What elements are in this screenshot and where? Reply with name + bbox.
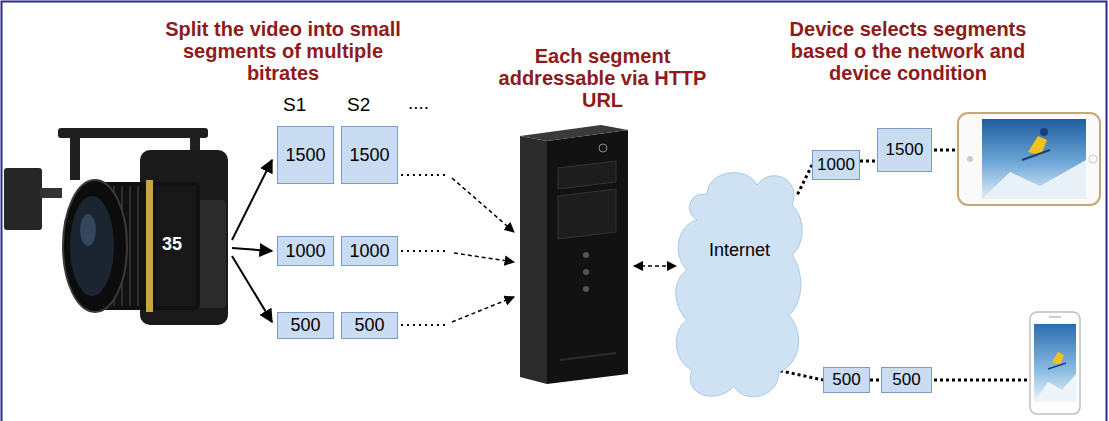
cinema-camera-part xyxy=(156,186,196,306)
phone-landscape-part xyxy=(958,113,1100,205)
heading: Device selects segments based o the netw… xyxy=(778,18,1038,84)
server-tower-part xyxy=(583,252,589,258)
cloud-shape xyxy=(676,173,802,397)
phone-portrait-part xyxy=(1049,316,1061,318)
cinema-camera-part xyxy=(70,196,114,296)
upload-link-part xyxy=(452,178,514,232)
network-link xyxy=(860,160,877,163)
server-tower-part xyxy=(583,286,589,292)
segment-box: 1000 xyxy=(812,150,860,180)
phone-landscape-part xyxy=(967,156,973,162)
cinema-camera-part xyxy=(70,136,80,180)
ellipsis: .... xyxy=(408,92,429,114)
upload-link-part xyxy=(401,324,446,326)
node-text: Internet xyxy=(709,240,770,261)
cinema-camera-part xyxy=(146,180,153,312)
segment-box: 500 xyxy=(277,312,334,339)
phone-landscape-part xyxy=(1040,128,1048,136)
segment-box: 1000 xyxy=(341,236,398,266)
segment-label: S2 xyxy=(347,94,370,116)
phone-portrait-part xyxy=(1034,324,1076,402)
device-link-part xyxy=(934,379,1027,382)
device-link-part xyxy=(934,149,956,152)
phone-landscape-part xyxy=(982,119,1086,199)
phone-portrait-part xyxy=(1030,312,1080,414)
node-text: 1000 xyxy=(349,241,389,262)
segment-box: 1500 xyxy=(277,126,334,184)
node-text: 500 xyxy=(832,370,860,390)
cinema-camera-part xyxy=(63,180,127,312)
server-tower-part xyxy=(583,269,589,275)
network-link xyxy=(870,379,881,382)
phone-portrait xyxy=(1030,312,1080,414)
cinema-camera-part xyxy=(80,214,96,246)
phone-landscape-part xyxy=(1022,150,1050,160)
cinema-camera xyxy=(4,128,228,325)
node-text: 1500 xyxy=(886,140,924,160)
phone-portrait-part xyxy=(1034,374,1076,402)
upload-link-part xyxy=(454,253,514,262)
node-text: 500 xyxy=(290,315,320,336)
phone-portrait-part xyxy=(1048,363,1066,369)
network-link xyxy=(798,165,812,194)
node-text: 1000 xyxy=(817,155,855,175)
split-arrow-part xyxy=(232,160,272,240)
phone-landscape-part xyxy=(982,160,1086,199)
node-text: 1500 xyxy=(285,145,325,166)
upload-link-part xyxy=(634,265,676,267)
internet-cloud: Internet xyxy=(672,160,807,405)
cinema-camera-part-part xyxy=(137,186,139,306)
segment-box: 500 xyxy=(823,367,870,393)
segment-box: 500 xyxy=(881,367,932,393)
cinema-camera-part xyxy=(4,168,42,230)
upload-link-part xyxy=(401,174,446,176)
phone-landscape-part xyxy=(1089,155,1097,163)
server-tower-part xyxy=(520,136,547,384)
server-tower xyxy=(520,125,628,384)
server-tower-part xyxy=(558,161,616,189)
segment-box: 1500 xyxy=(877,128,932,172)
phone-landscape xyxy=(958,113,1100,205)
node-text: 500 xyxy=(354,315,384,336)
server-tower-part xyxy=(558,189,616,239)
phone-portrait-part xyxy=(1052,352,1064,365)
split-arrow-part xyxy=(232,248,272,251)
cinema-camera-part xyxy=(196,200,226,308)
server-tower-part xyxy=(547,130,628,384)
server-tower-part xyxy=(599,144,607,152)
server-tower-part xyxy=(560,353,616,360)
node-text: 1500 xyxy=(349,145,389,166)
heading: Each segment addressable via HTTP URL xyxy=(495,45,710,111)
segment-box: 1500 xyxy=(341,126,398,184)
upload-link-part xyxy=(401,250,448,252)
server-tower-part xyxy=(520,125,628,141)
cloud-outline xyxy=(672,160,807,405)
node-text: 1000 xyxy=(285,241,325,262)
cinema-camera-part xyxy=(40,188,62,198)
upload-link-part xyxy=(452,297,514,322)
split-arrow xyxy=(232,160,272,322)
cinema-camera-part-part xyxy=(129,186,131,306)
segment-box: 500 xyxy=(341,312,398,339)
cinema-camera-part xyxy=(58,128,208,138)
segment-box: 1000 xyxy=(277,236,334,266)
lens-marking: 35 xyxy=(162,234,182,255)
split-arrow-part xyxy=(232,256,272,322)
node-text: 500 xyxy=(892,370,920,390)
segment-label: S1 xyxy=(283,94,306,116)
network-link xyxy=(780,371,823,380)
heading: Split the video into small segments of m… xyxy=(148,18,418,84)
